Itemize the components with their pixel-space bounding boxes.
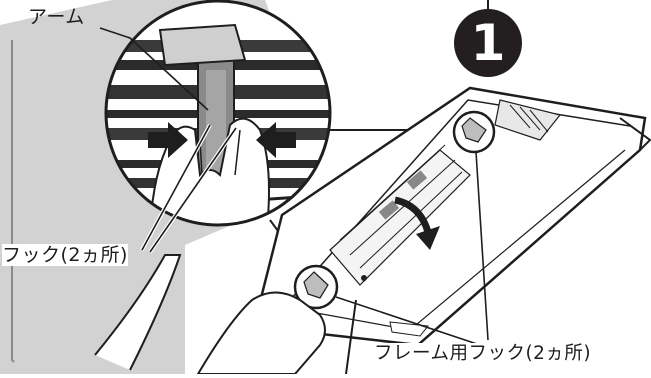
step-badge: 1: [454, 9, 522, 77]
hand-right: [198, 293, 325, 375]
label-frame-hook: フレーム用フック(2ヵ所): [374, 343, 591, 365]
label-hook: フック(2ヵ所): [2, 244, 128, 266]
label-arm: アーム: [28, 6, 85, 28]
